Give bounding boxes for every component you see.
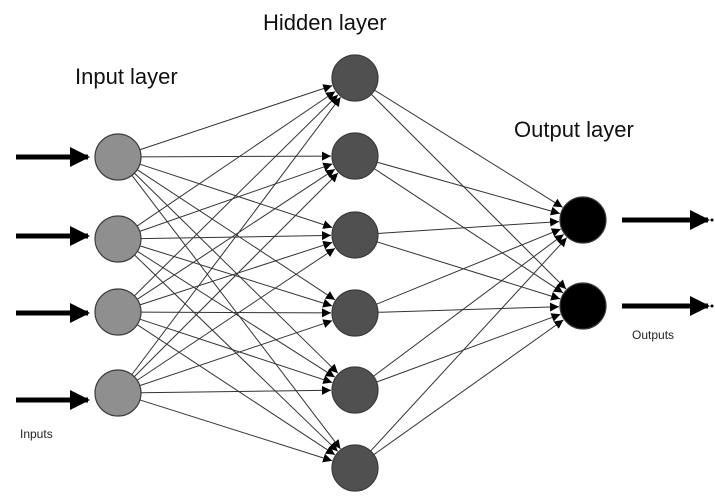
output-layer-title: Output layer bbox=[514, 117, 634, 142]
edge-input2-hidden4 bbox=[139, 245, 333, 308]
output-arrow-tip-1 bbox=[710, 218, 714, 222]
edge-input2-hidden1 bbox=[136, 91, 336, 227]
input-node-3 bbox=[94, 288, 142, 336]
edge-hidden3-output1 bbox=[377, 217, 560, 234]
output-arrow-tip-2 bbox=[710, 304, 714, 308]
neurons bbox=[94, 54, 607, 492]
edge-input1-hidden1 bbox=[139, 84, 333, 151]
edge-input4-hidden3 bbox=[136, 247, 336, 381]
edge-input4-hidden2 bbox=[133, 172, 339, 378]
input-node-1 bbox=[94, 133, 142, 181]
edge-hidden2-output2 bbox=[373, 168, 564, 294]
edge-hidden4-output2 bbox=[377, 302, 560, 313]
edge-input3-hidden6 bbox=[136, 324, 336, 456]
output-node-1 bbox=[559, 196, 607, 244]
hidden-node-3 bbox=[331, 211, 379, 259]
edge-input4-hidden1 bbox=[131, 96, 341, 375]
edge-hidden2-output1 bbox=[377, 161, 561, 216]
edge-input4-hidden5 bbox=[140, 385, 332, 395]
edge-input3-hidden3 bbox=[139, 240, 333, 306]
edge-hidden3-output2 bbox=[376, 241, 561, 301]
hidden-node-6 bbox=[331, 444, 379, 492]
output-node-2 bbox=[559, 282, 607, 330]
edge-hidden6-output1 bbox=[370, 237, 568, 452]
input-node-4 bbox=[94, 369, 142, 417]
edge-input3-hidden1 bbox=[134, 94, 339, 297]
edge-input3-hidden2 bbox=[136, 168, 336, 300]
edge-hidden1-output1 bbox=[374, 89, 563, 208]
edge-input4-hidden4 bbox=[139, 319, 333, 387]
edge-hidden5-output2 bbox=[376, 313, 561, 383]
hidden-node-1 bbox=[331, 54, 379, 102]
hidden-node-5 bbox=[331, 366, 379, 414]
edge-hidden6-output2 bbox=[373, 319, 564, 456]
hidden-node-2 bbox=[331, 132, 379, 180]
edge-hidden5-output1 bbox=[373, 233, 565, 377]
edge-input3-hidden4 bbox=[140, 308, 332, 318]
hidden-node-4 bbox=[331, 289, 379, 337]
edge-input1-hidden2 bbox=[140, 151, 332, 161]
inputs-label: Inputs bbox=[20, 427, 53, 441]
edge-input2-hidden2 bbox=[139, 162, 333, 232]
outputs-label: Outputs bbox=[632, 328, 674, 342]
io-arrows bbox=[16, 147, 714, 410]
edge-hidden4-output1 bbox=[376, 228, 561, 305]
connections bbox=[131, 84, 568, 463]
input-layer-title: Input layer bbox=[75, 64, 178, 89]
edge-input3-hidden5 bbox=[139, 318, 333, 384]
edge-input2-hidden3 bbox=[140, 231, 332, 241]
input-node-2 bbox=[94, 215, 142, 263]
edge-input4-hidden6 bbox=[139, 399, 333, 463]
hidden-layer-title: Hidden layer bbox=[263, 10, 387, 35]
